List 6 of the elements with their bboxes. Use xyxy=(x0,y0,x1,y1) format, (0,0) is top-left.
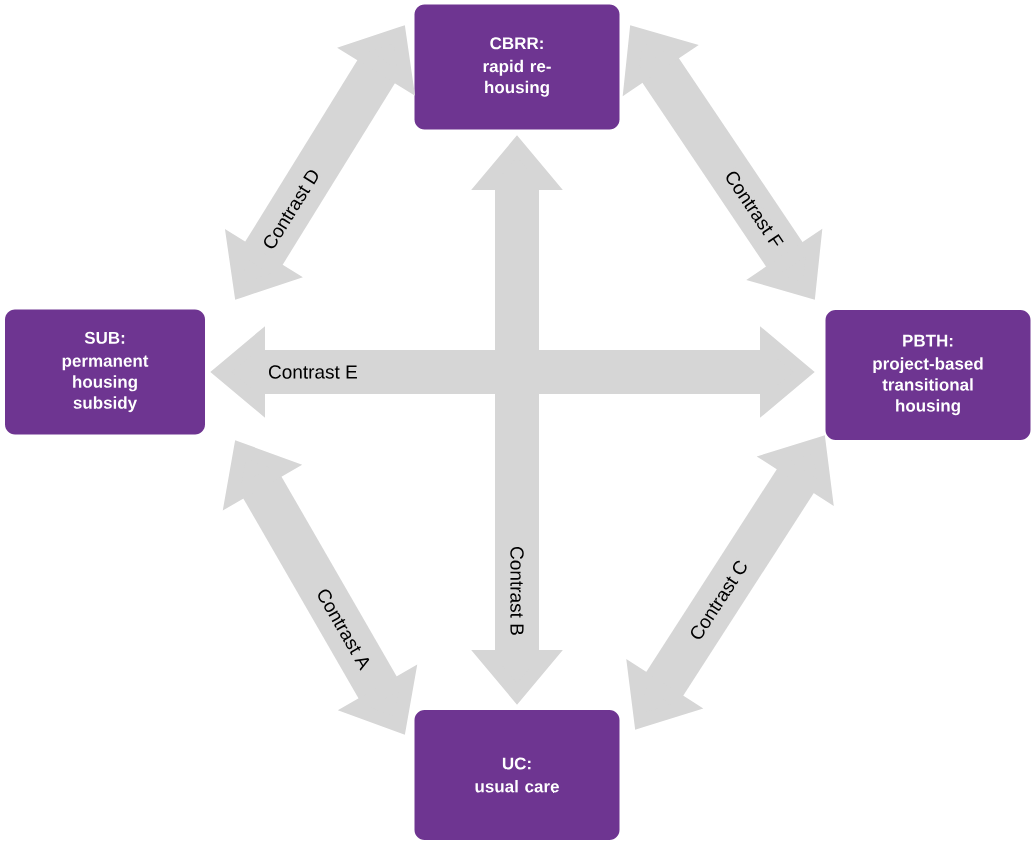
edge-label: Contrast E xyxy=(267,364,359,380)
process-box: CBRR: rapid re-housing xyxy=(414,4,620,130)
process-box: UC: usual care xyxy=(414,710,620,840)
process-box: PBTH: project-based transitional housing xyxy=(825,310,1031,440)
process-box: SUB: permanent housing subsidy xyxy=(5,309,205,435)
edge-label: Contrast B xyxy=(509,545,525,637)
